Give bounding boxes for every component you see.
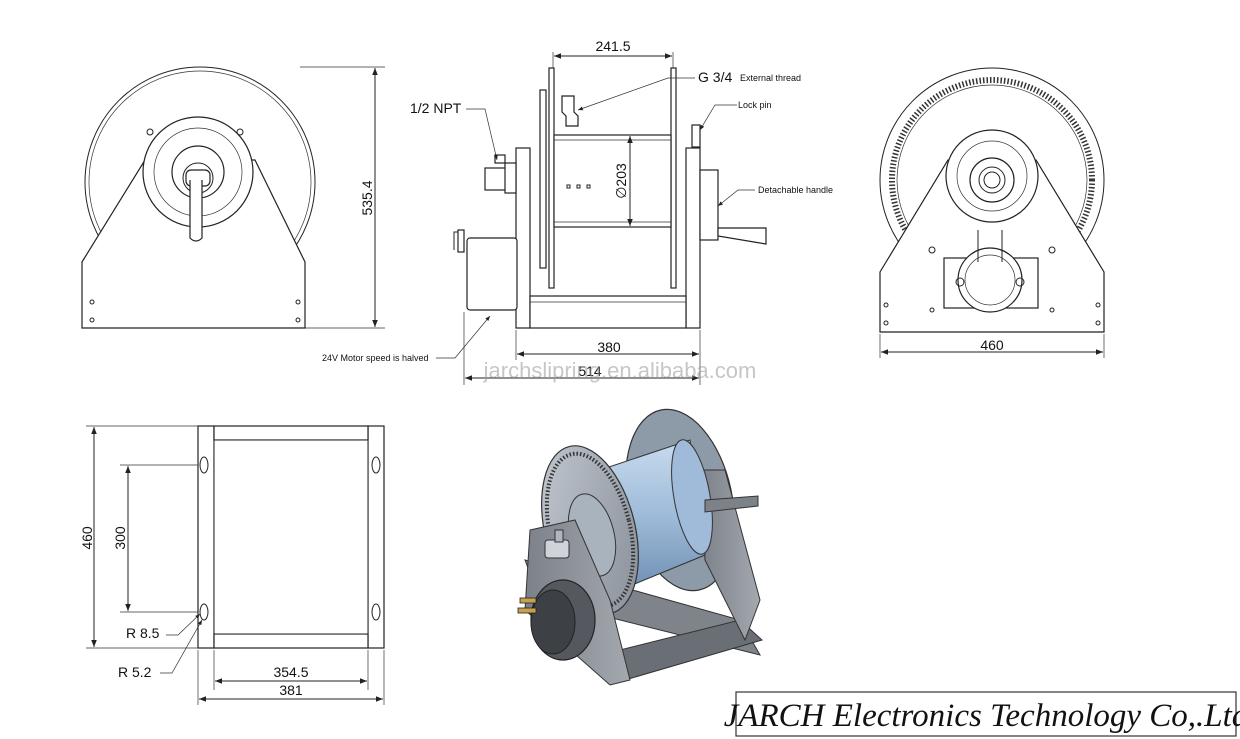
- front-view: [81, 66, 385, 329]
- radius-8-5: R 8.5: [126, 625, 160, 641]
- back-width-dim: 460: [980, 337, 1004, 353]
- side-width-dim-514: 514: [578, 363, 602, 379]
- company-box: [735, 691, 1237, 737]
- side-view: [436, 52, 767, 385]
- lock-pin-label: Lock pin: [738, 100, 772, 110]
- side-width-dim-380: 380: [597, 339, 621, 355]
- drum-diameter-dim: ∅203: [613, 163, 629, 199]
- npt-label: 1/2 NPT: [410, 100, 462, 116]
- front-height-dim: 535.4: [359, 180, 375, 215]
- company-name: JARCH Electronics Technology Co,.Ltd: [724, 698, 1240, 734]
- thread-label: G 3/4: [698, 69, 732, 85]
- back-view: [879, 67, 1105, 358]
- radius-5-2: R 5.2: [118, 664, 152, 680]
- motor-note: 24V Motor speed is halved: [322, 353, 429, 363]
- handle-label: Detachable handle: [758, 185, 833, 195]
- bottom-width-dim-354-5: 354.5: [273, 664, 308, 680]
- side-top-dim: 241.5: [595, 38, 630, 54]
- bottom-height-dim-460: 460: [79, 526, 95, 550]
- bottom-width-dim-381: 381: [279, 682, 303, 698]
- thread-note: External thread: [740, 73, 801, 83]
- bottom-view: [86, 425, 385, 705]
- iso-render: [517, 408, 763, 686]
- bottom-height-dim-300: 300: [112, 526, 128, 550]
- watermark: jarchslipring.en.alibaba.com: [483, 358, 757, 383]
